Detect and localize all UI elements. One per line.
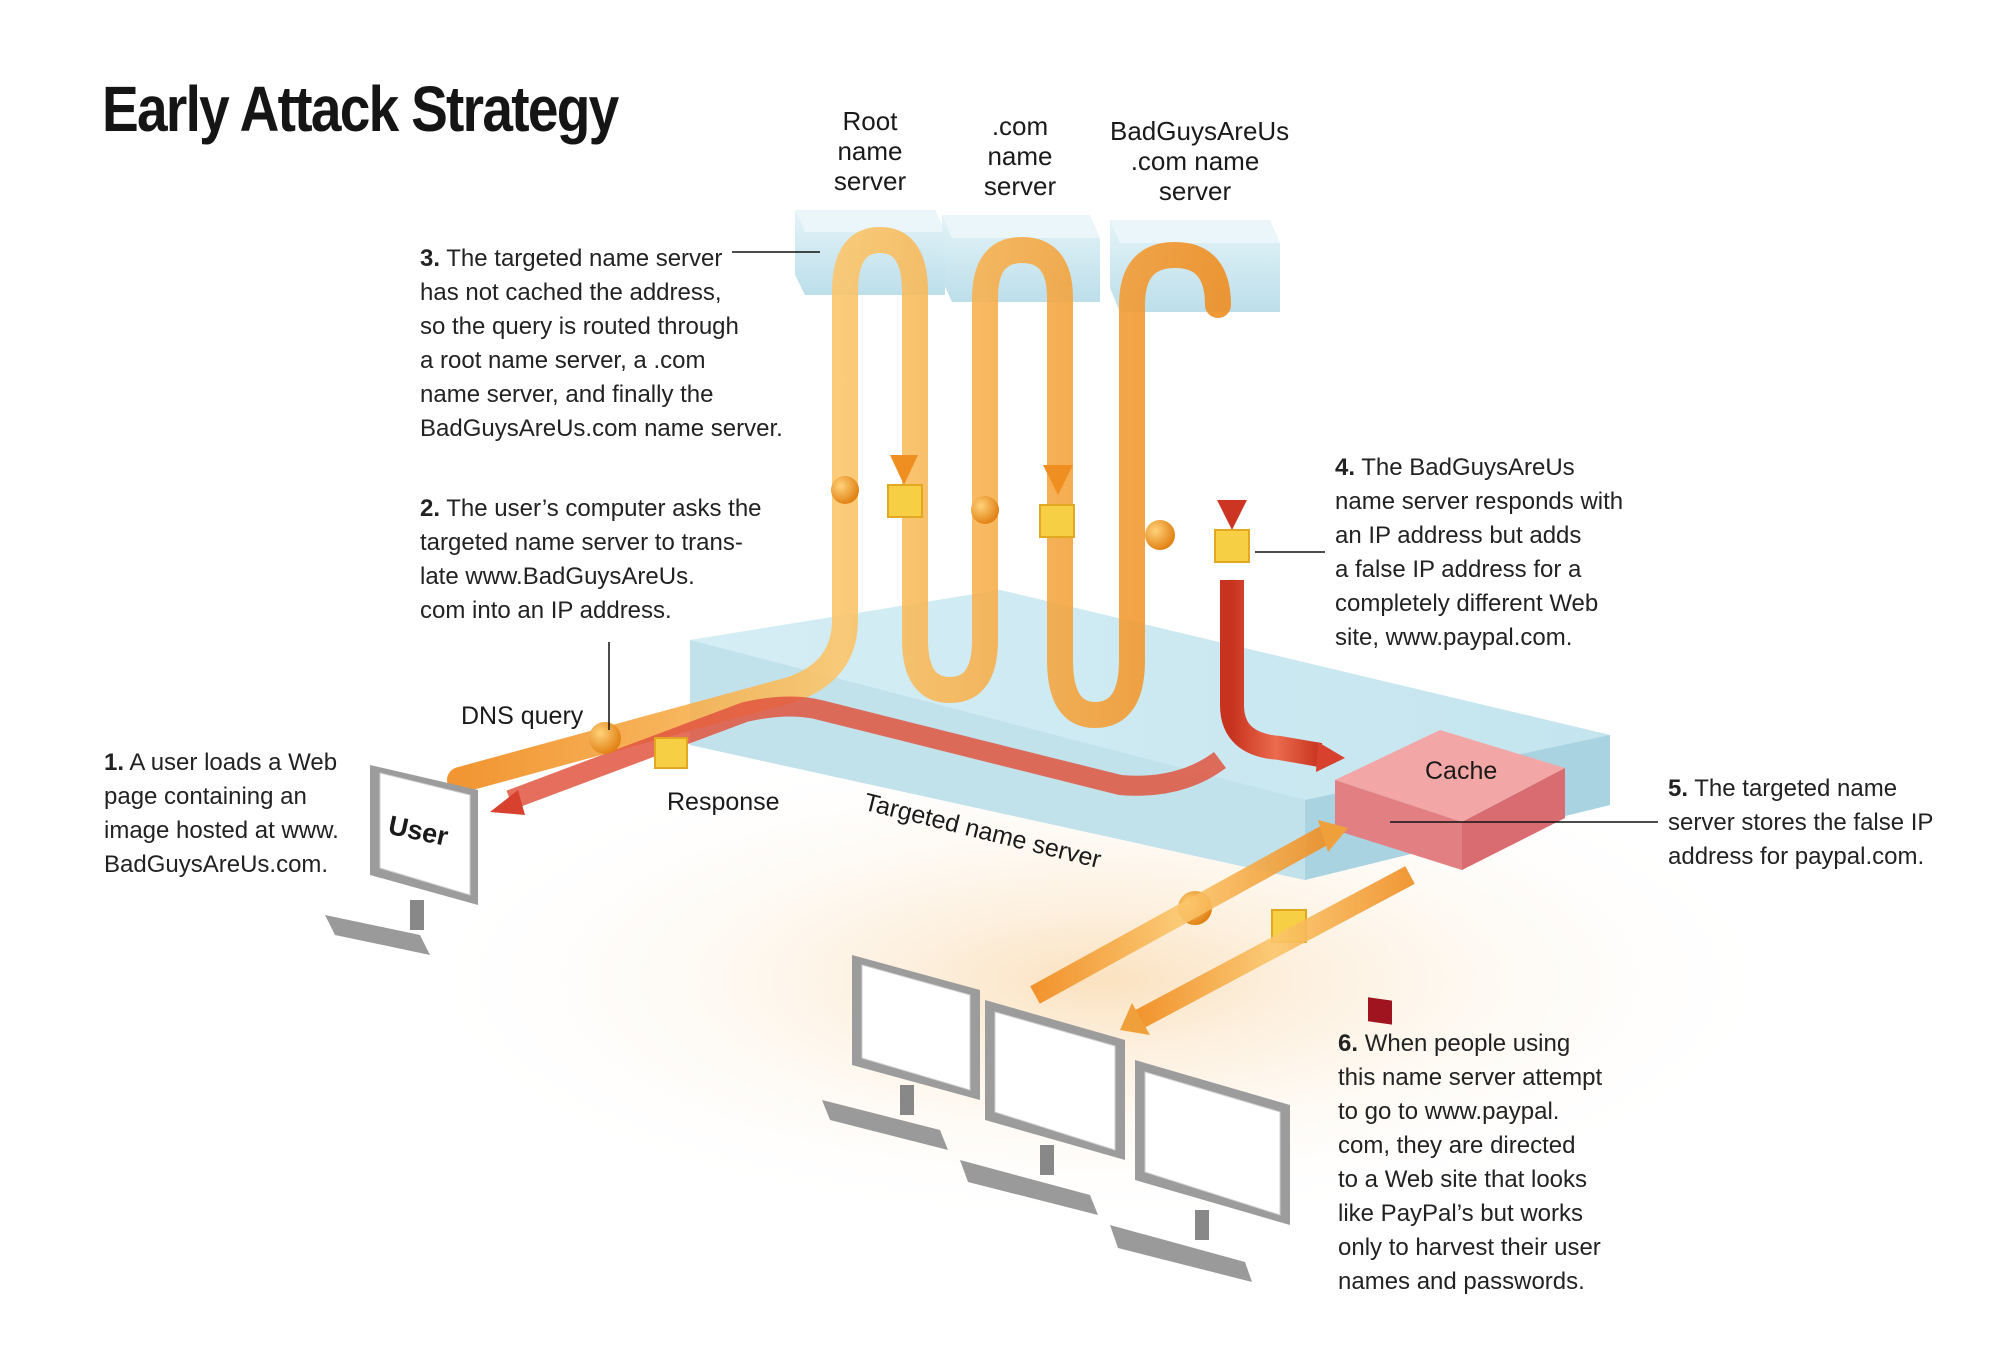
step-text: The targeted name [1694, 775, 1898, 802]
step-text: The BadGuysAreUs [1361, 454, 1575, 481]
com-server-label-line: server [983, 171, 1057, 201]
step-text: only to harvest their user [1338, 1234, 1601, 1261]
response-label: Response [667, 788, 780, 816]
step-text: When people using [1364, 1030, 1571, 1057]
step-text: BadGuysAreUs.com. [104, 851, 329, 878]
badguys-server-label: BadGuysAreUs .com name server [1110, 116, 1290, 206]
cache-label: Cache [1425, 757, 1498, 785]
users-paths [1030, 820, 1415, 1035]
packet-response [654, 737, 688, 769]
step-6-note: 6. When people using this name server at… [1338, 1027, 1602, 1299]
step-text: The targeted name server [446, 245, 723, 272]
com-server-label-line: .com [991, 111, 1049, 141]
step-text: name server responds with [1335, 488, 1624, 515]
step-text: late www.BadGuysAreUs. [420, 563, 695, 590]
step-text: image hosted at www. [104, 817, 339, 844]
step-3-note: 3. The targeted name server has not cach… [420, 242, 783, 446]
step-number: 2. [420, 495, 441, 522]
root-server-label-line: server [833, 166, 907, 196]
victim-computer-2 [960, 1000, 1125, 1215]
badguys-server-label-line: .com name [1130, 146, 1260, 176]
step-4-note: 4. The BadGuysAreUs name server responds… [1335, 451, 1623, 655]
step-text: completely different Web [1335, 590, 1599, 617]
step-1-note: 1. A user loads a Web page containing an… [104, 746, 339, 882]
step-text: to a Web site that looks [1338, 1166, 1588, 1193]
badguys-server-label-line: BadGuysAreUs [1110, 116, 1290, 146]
step-text: names and passwords. [1338, 1268, 1585, 1295]
response-path [506, 318, 1323, 810]
step-text: page containing an [104, 783, 307, 810]
step-text: like PayPal’s but works [1338, 1200, 1583, 1227]
step-text: an IP address but adds [1335, 522, 1582, 549]
step-text: this name server attempt [1338, 1064, 1603, 1091]
step-5-note: 5. The targeted name server stores the f… [1668, 772, 1933, 874]
victim-computer-3 [1110, 1060, 1290, 1282]
step-text: has not cached the address, [420, 279, 722, 306]
step-2-note: 2. The user’s computer asks the targeted… [420, 492, 762, 628]
cache-record-icon [1368, 997, 1392, 1025]
step-text: a root name server, a .com [420, 347, 706, 374]
arrowhead-to-cache [1316, 742, 1345, 772]
step-text: com into an IP address. [420, 597, 672, 624]
query-ball-1 [831, 476, 859, 504]
query-ball-2 [971, 496, 999, 524]
step-number: 4. [1335, 454, 1356, 481]
step-text: name server, and finally the [420, 381, 714, 408]
step-number: 1. [104, 749, 125, 776]
step-text: A user loads a Web [129, 749, 338, 776]
step-text: to go to www.paypal. [1338, 1098, 1560, 1125]
arrowhead-to-user [490, 790, 525, 815]
step-text: site, www.paypal.com. [1335, 624, 1573, 651]
step-text: com, they are directed [1338, 1132, 1576, 1159]
root-server-label: Root name server [820, 106, 920, 196]
arrowhead-badguys-down [1217, 500, 1247, 530]
step-number: 6. [1338, 1030, 1359, 1057]
arrowhead-root-down [890, 455, 918, 485]
root-server-label-line: name [837, 136, 903, 166]
cache-box [1335, 730, 1565, 1025]
step-text: address for paypal.com. [1668, 843, 1925, 870]
step-text: a false IP address for a [1335, 556, 1582, 583]
leader-lines [608, 251, 1658, 823]
dns-query-label: DNS query [461, 702, 584, 730]
step-number: 3. [420, 245, 441, 272]
step-number: 5. [1668, 775, 1689, 802]
user-computer [325, 765, 478, 955]
query-path [447, 226, 1231, 793]
page-title: Early Attack Strategy [102, 73, 619, 145]
step-text: server stores the false IP [1668, 809, 1934, 836]
step-text: so the query is routed through [420, 313, 739, 340]
com-server-label-line: name [987, 141, 1053, 171]
step-text: BadGuysAreUs.com name server. [420, 415, 783, 442]
query-ball-3 [1145, 520, 1175, 550]
victim-computer-1 [822, 955, 980, 1150]
arrowhead-com-down [1043, 465, 1073, 495]
packet-3 [1214, 529, 1250, 563]
step-text: targeted name server to trans- [420, 529, 743, 556]
packet-2 [1039, 504, 1075, 538]
query-ball-dns [589, 722, 621, 754]
root-server-label-line: Root [842, 106, 898, 136]
badguys-server-label-line: server [1158, 176, 1232, 206]
step-text: The user’s computer asks the [446, 495, 762, 522]
com-server-label: .com name server [970, 111, 1070, 201]
packet-1 [887, 484, 923, 518]
